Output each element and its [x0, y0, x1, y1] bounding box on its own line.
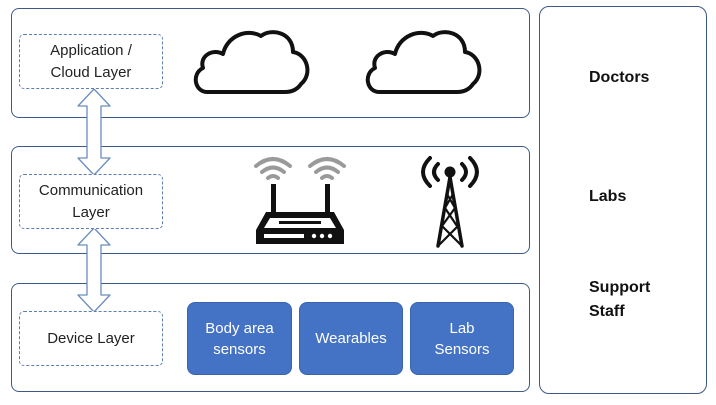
- stakeholders-panel: [539, 6, 707, 394]
- stakeholder-support-staff: Support Staff: [589, 279, 651, 320]
- double-arrow-comm-dev: [77, 227, 111, 313]
- wifi-router-icon: [254, 157, 346, 244]
- stakeholder-labs: Labs: [589, 188, 627, 205]
- cloud-icon: [365, 30, 482, 94]
- lab-sensors-box: Lab Sensors: [410, 302, 514, 375]
- communication-layer-label: Communication Layer: [19, 174, 163, 229]
- body-area-sensors-box: Body area sensors: [187, 302, 292, 375]
- wearables-box: Wearables: [299, 302, 403, 375]
- stakeholder-doctors: Doctors: [589, 69, 650, 86]
- cell-tower-icon: [421, 156, 479, 248]
- double-arrow-app-comm: [77, 88, 111, 176]
- device-layer-label: Device Layer: [19, 311, 163, 366]
- cloud-icon: [193, 30, 310, 94]
- application-cloud-layer-label: Application / Cloud Layer: [19, 34, 163, 89]
